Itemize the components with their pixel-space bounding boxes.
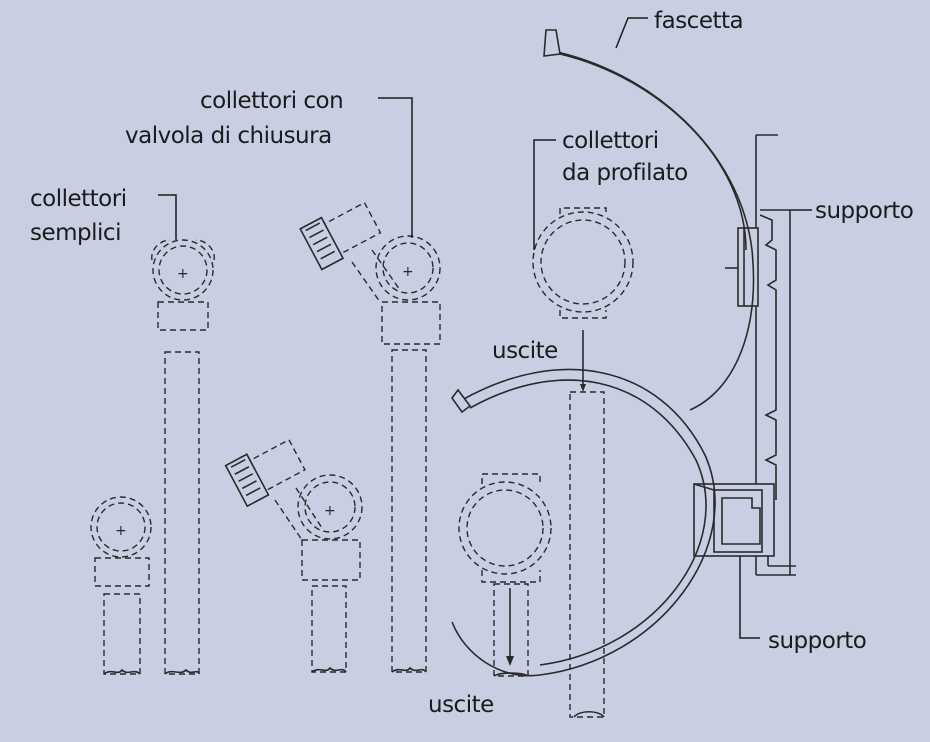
- label-fascetta: fascetta: [654, 8, 743, 34]
- svg-text:+: +: [115, 523, 127, 539]
- label-simple-collectors-line1: collettori: [30, 186, 127, 212]
- profile-outlet-pipe: [569, 330, 605, 718]
- label-outlets-bottom: uscite: [428, 692, 494, 718]
- profile-collector-lower: [458, 473, 552, 677]
- upper-clamp: [543, 29, 755, 411]
- svg-text:+: +: [402, 264, 414, 280]
- label-support-top: supporto: [815, 198, 913, 224]
- leader-lines: [158, 17, 812, 639]
- label-valve-collectors-line1: collettori con: [200, 88, 343, 114]
- valve-collector-lower: +: [224, 438, 363, 673]
- label-simple-collectors-line2: semplici: [30, 220, 121, 246]
- label-valve-collectors-line2: valvola di chiusura: [125, 123, 332, 149]
- label-profile-collectors-line1: collettori: [562, 128, 659, 154]
- profile-collector-upper: [532, 207, 634, 319]
- simple-collector-lower: +: [90, 496, 152, 675]
- svg-text:+: +: [324, 503, 336, 519]
- lower-clamp: [451, 368, 716, 677]
- label-support-bottom: supporto: [768, 628, 866, 654]
- svg-text:+: +: [177, 266, 189, 282]
- label-outlets-top: uscite: [492, 338, 558, 364]
- simple-collector-upper: +: [151, 239, 215, 675]
- valve-collector-upper: +: [299, 201, 441, 673]
- label-profile-collectors-line2: da profilato: [562, 160, 688, 186]
